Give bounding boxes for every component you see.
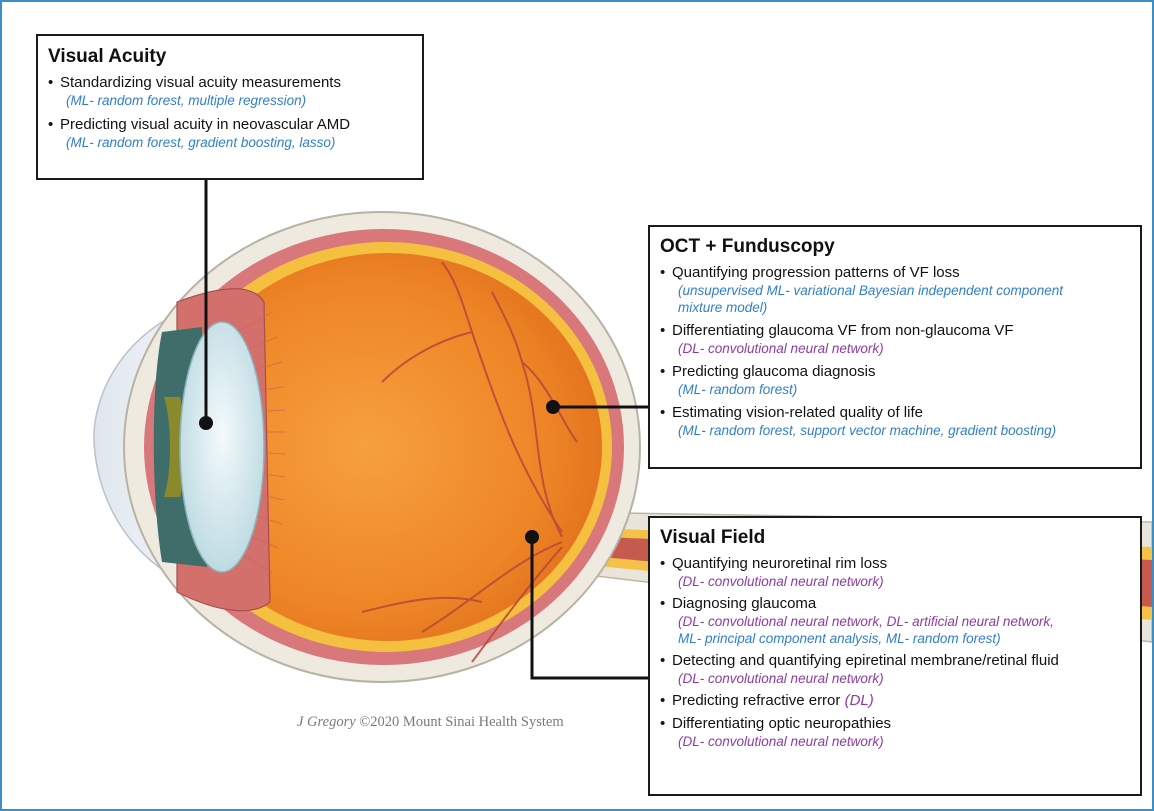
method-text: (unsupervised ML- variational Bayesian i… bbox=[672, 282, 1130, 299]
visual-acuity-box: Visual Acuity Standardizing visual acuit… bbox=[36, 34, 424, 180]
item-text: Estimating vision-related quality of lif… bbox=[672, 403, 1130, 422]
list-item: Detecting and quantifying epiretinal mem… bbox=[660, 651, 1130, 687]
callout-dot-visual-acuity bbox=[199, 416, 213, 430]
item-text: Detecting and quantifying epiretinal mem… bbox=[672, 651, 1130, 670]
credit-rest: ©2020 Mount Sinai Health System bbox=[356, 714, 564, 730]
item-text-main: Predicting refractive error bbox=[672, 692, 840, 709]
list-item: Quantifying progression patterns of VF l… bbox=[660, 263, 1130, 316]
visual-acuity-title: Visual Acuity bbox=[48, 45, 412, 69]
item-text: Differentiating glaucoma VF from non-gla… bbox=[672, 321, 1130, 340]
visual-field-list: Quantifying neuroretinal rim loss (DL- c… bbox=[660, 554, 1130, 750]
list-item: Quantifying neuroretinal rim loss (DL- c… bbox=[660, 554, 1130, 590]
item-text: Quantifying progression patterns of VF l… bbox=[672, 263, 1130, 282]
item-text: Predicting glaucoma diagnosis bbox=[672, 362, 1130, 381]
oct-funduscopy-box: OCT + Funduscopy Quantifying progression… bbox=[648, 225, 1142, 469]
visual-field-box: Visual Field Quantifying neuroretinal ri… bbox=[648, 516, 1142, 796]
method-text: (ML- random forest, multiple regression) bbox=[60, 92, 412, 109]
method-text: (ML- random forest) bbox=[672, 381, 1130, 398]
list-item: Predicting refractive error (DL) bbox=[660, 691, 1130, 710]
method-text: (DL- convolutional neural network) bbox=[672, 670, 1130, 687]
item-text: Quantifying neuroretinal rim loss bbox=[672, 554, 1130, 573]
visual-field-title: Visual Field bbox=[660, 526, 1130, 550]
item-text: Differentiating optic neuropathies bbox=[672, 714, 1130, 733]
item-text: Predicting refractive error (DL) bbox=[672, 691, 1130, 710]
method-text: (DL) bbox=[845, 692, 874, 709]
method-text: (ML- random forest, support vector machi… bbox=[672, 422, 1130, 439]
method-text: mixture model) bbox=[672, 299, 1130, 316]
list-item: Predicting glaucoma diagnosis (ML- rando… bbox=[660, 362, 1130, 398]
lens bbox=[180, 322, 264, 572]
item-text: Diagnosing glaucoma bbox=[672, 594, 1130, 613]
illustration-credit: J Gregory ©2020 Mount Sinai Health Syste… bbox=[297, 714, 564, 731]
oct-funduscopy-title: OCT + Funduscopy bbox=[660, 235, 1130, 259]
list-item: Differentiating optic neuropathies (DL- … bbox=[660, 714, 1130, 750]
callout-dot-oct-funduscopy bbox=[546, 400, 560, 414]
list-item: Standardizing visual acuity measurements… bbox=[48, 73, 412, 109]
list-item: Differentiating glaucoma VF from non-gla… bbox=[660, 321, 1130, 357]
method-text: (DL- convolutional neural network) bbox=[672, 340, 1130, 357]
list-item: Diagnosing glaucoma (DL- convolutional n… bbox=[660, 594, 1130, 647]
method-text: (DL- convolutional neural network) bbox=[672, 733, 1130, 750]
oct-funduscopy-list: Quantifying progression patterns of VF l… bbox=[660, 263, 1130, 439]
callout-dot-visual-field bbox=[525, 530, 539, 544]
item-text: Predicting visual acuity in neovascular … bbox=[60, 115, 412, 134]
item-text: Standardizing visual acuity measurements bbox=[60, 73, 412, 92]
method-text: ML- principal component analysis, ML- ra… bbox=[672, 630, 1130, 647]
list-item: Predicting visual acuity in neovascular … bbox=[48, 115, 412, 151]
visual-acuity-list: Standardizing visual acuity measurements… bbox=[48, 73, 412, 151]
method-text: (ML- random forest, gradient boosting, l… bbox=[60, 134, 412, 151]
credit-author: J Gregory bbox=[297, 714, 356, 730]
list-item: Estimating vision-related quality of lif… bbox=[660, 403, 1130, 439]
method-text: (DL- convolutional neural network) bbox=[672, 573, 1130, 590]
method-text: (DL- convolutional neural network, DL- a… bbox=[672, 613, 1130, 630]
